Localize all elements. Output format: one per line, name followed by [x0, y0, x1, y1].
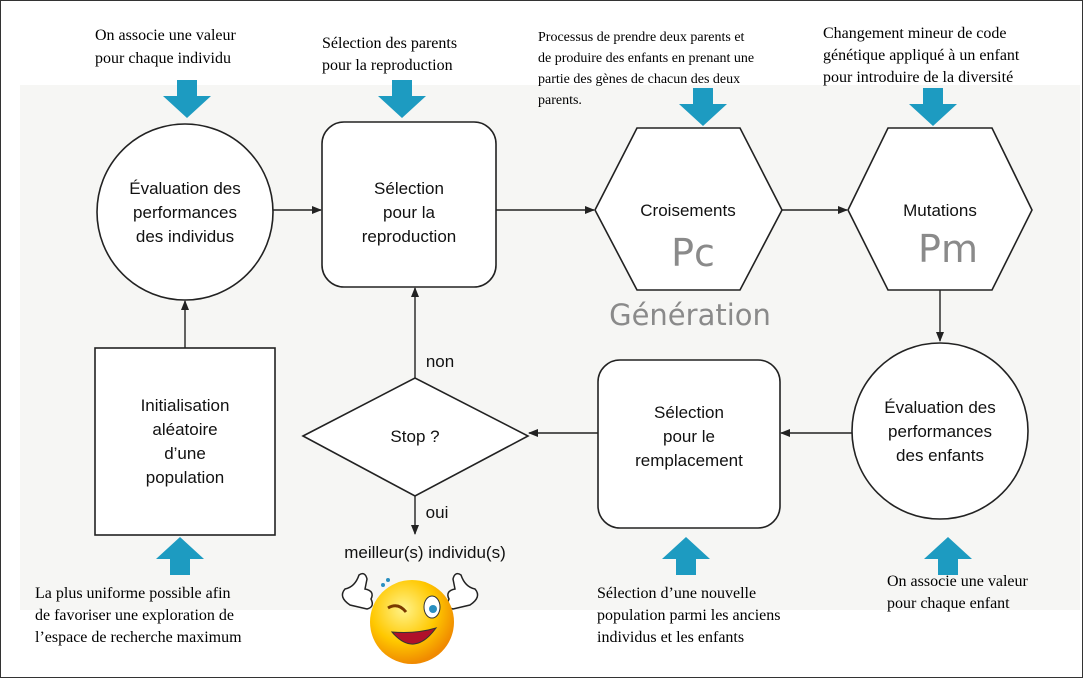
node-label: Mutations	[903, 201, 977, 220]
annotation-line: Processus de prendre deux parents et	[538, 30, 745, 45]
annotation-initialisation: La plus uniforme possible afin de favori…	[35, 585, 242, 646]
annotation-line: On associe une valeur	[887, 573, 1029, 590]
node-label: Sélection	[374, 179, 444, 198]
node-label: Évaluation des	[129, 179, 241, 198]
node-label: Sélection	[654, 403, 724, 422]
annotation-remplacement: Sélection d’une nouvelle population parm…	[597, 585, 781, 646]
annotation-line: parents.	[538, 93, 582, 108]
annotation-line: pour la reproduction	[322, 57, 453, 74]
label-pm: Pm	[918, 227, 978, 271]
annotation-line: pour introduire de la diversité	[823, 69, 1013, 86]
node-label: des individus	[136, 227, 234, 246]
node-label: Croisements	[640, 201, 735, 220]
annotation-line: Sélection des parents	[322, 35, 457, 52]
label-oui: oui	[426, 503, 449, 522]
node-label: Évaluation des	[884, 398, 996, 417]
up-arrow-icon	[156, 537, 204, 575]
node-stop-decision: Stop ?	[301, 377, 530, 497]
annotation-mutation: Changement mineur de code génétique appl…	[823, 25, 1020, 86]
node-label: reproduction	[362, 227, 457, 246]
node-selection-reproduction: Sélection pour la reproduction	[321, 121, 497, 288]
label-generation: Génération	[609, 298, 771, 332]
node-label: aléatoire	[152, 420, 217, 439]
node-label: remplacement	[635, 451, 743, 470]
label-result: meilleur(s) individu(s)	[344, 543, 506, 562]
down-arrow-icon	[679, 88, 727, 126]
node-label: performances	[888, 422, 992, 441]
down-arrow-icon	[163, 80, 211, 118]
node-selection-remplacement: Sélection pour le remplacement	[597, 359, 781, 529]
annotation-line: population parmi les anciens	[597, 607, 781, 624]
annotation-line: La plus uniforme possible afin	[35, 585, 231, 602]
node-eval-enfants: Évaluation des performances des enfants	[851, 342, 1029, 520]
node-eval-individus: Évaluation des performances des individu…	[96, 123, 274, 301]
annotation-line: Changement mineur de code	[823, 25, 1007, 42]
label-pc: Pc	[671, 231, 715, 275]
node-label: Stop ?	[390, 427, 439, 446]
annotation-line: On associe une valeur	[95, 27, 237, 44]
annotation-line: pour chaque individu	[95, 50, 231, 67]
annotation-line: de favoriser une exploration de	[35, 607, 234, 624]
label-non: non	[426, 352, 454, 371]
node-mutations: Mutations	[847, 127, 1033, 291]
node-label: performances	[133, 203, 237, 222]
node-croisements: Croisements	[594, 127, 783, 291]
node-label: Initialisation	[141, 396, 230, 415]
annotation-line: génétique appliqué à un enfant	[823, 47, 1020, 64]
node-label: population	[146, 468, 224, 487]
node-initialisation: Initialisation aléatoire d’une populatio…	[94, 347, 276, 536]
annotation-line: individus et les enfants	[597, 629, 744, 646]
down-arrow-icon	[909, 88, 957, 126]
annotation-eval-enfants: On associe une valeur pour chaque enfant	[887, 573, 1029, 612]
node-label: pour le	[663, 427, 715, 446]
winking-smiley-icon	[341, 572, 479, 664]
annotation-selection-parents: Sélection des parents pour la reproducti…	[322, 35, 457, 74]
annotation-line: de produire des enfants en prenant une	[538, 51, 754, 66]
node-label: pour la	[383, 203, 436, 222]
node-label: d’une	[164, 444, 206, 463]
annotation-line: partie des gènes de chacun des deux	[538, 72, 740, 87]
annotation-line: pour chaque enfant	[887, 595, 1010, 612]
blue-arrows	[156, 80, 972, 575]
annotation-eval-individus: On associe une valeur pour chaque indivi…	[95, 27, 237, 67]
annotation-line: Sélection d’une nouvelle	[597, 585, 756, 602]
annotation-croisement: Processus de prendre deux parents et de …	[538, 30, 754, 108]
node-label: des enfants	[896, 446, 984, 465]
connectors	[181, 206, 944, 535]
annotation-line: l’espace de recherche maximum	[35, 629, 242, 646]
up-arrow-icon	[662, 537, 710, 575]
up-arrow-icon	[924, 537, 972, 575]
down-arrow-icon	[378, 80, 426, 118]
